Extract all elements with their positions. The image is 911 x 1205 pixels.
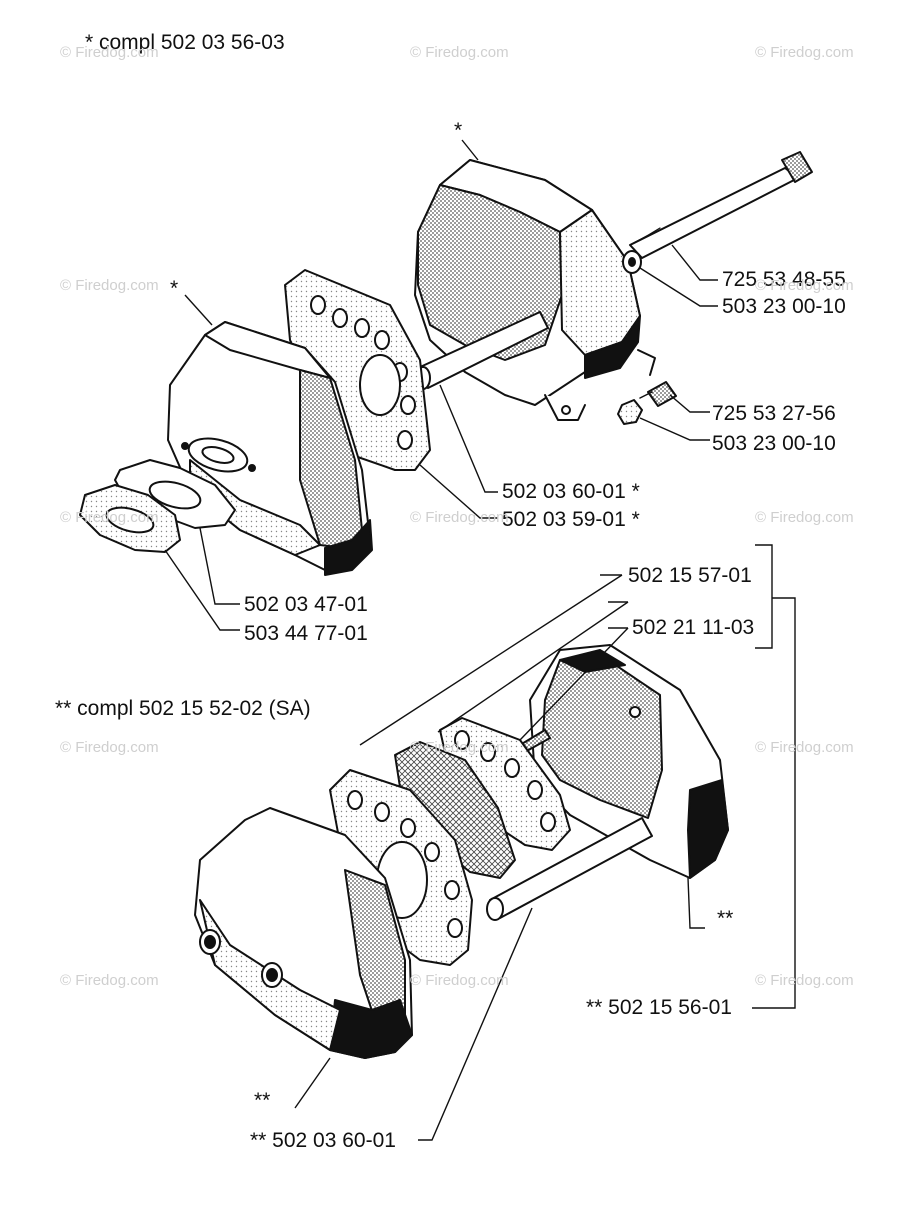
watermark: © Firedog.com	[755, 277, 854, 294]
watermark: © Firedog.com	[755, 509, 854, 526]
watermark: © Firedog.com	[410, 972, 509, 989]
marker-bottom-cover: **	[254, 1089, 270, 1112]
part-label: 502 03 47-01	[244, 593, 368, 616]
part-label: 502 03 59-01 *	[502, 508, 640, 531]
part-label: 503 23 00-10	[712, 432, 836, 455]
assembly-2-heading: ** compl 502 15 52-02 (SA)	[55, 697, 311, 720]
watermark: © Firedog.com	[755, 44, 854, 61]
watermark: © Firedog.com	[60, 739, 159, 756]
watermarks: © Firedog.com © Firedog.com © Firedog.co…	[60, 44, 854, 989]
top-muffler-cover	[414, 159, 656, 421]
watermark: © Firedog.com	[410, 44, 509, 61]
watermark: © Firedog.com	[755, 739, 854, 756]
marker-left-cover: *	[170, 277, 178, 300]
nut	[617, 399, 643, 425]
part-label: 503 44 77-01	[244, 622, 368, 645]
bottom-front-cover	[194, 807, 413, 1059]
leader-lines	[164, 139, 796, 1141]
part-label: 503 23 00-10	[722, 295, 846, 318]
spacer-tube-bottom	[486, 817, 653, 921]
small-bolt	[639, 381, 677, 407]
marker-right-cover: **	[717, 907, 733, 930]
part-label: ** 502 03 60-01	[250, 1129, 396, 1152]
assembly-1-heading: * compl 502 03 56-03	[85, 31, 285, 54]
watermark: © Firedog.com	[60, 509, 159, 526]
part-label: 502 21 11-03	[632, 616, 754, 639]
part-label: 502 15 57-01	[628, 564, 752, 587]
watermark: © Firedog.com	[60, 44, 159, 61]
part-label: 725 53 27-56	[712, 402, 836, 425]
watermark: © Firedog.com	[60, 277, 159, 294]
watermark: © Firedog.com	[60, 972, 159, 989]
long-bolt	[629, 151, 813, 259]
watermark: © Firedog.com	[755, 972, 854, 989]
flange-gasket-outer	[79, 484, 181, 553]
watermark: © Firedog.com	[410, 739, 509, 756]
marker-top-cover: *	[454, 119, 462, 142]
right-back-cover	[529, 644, 729, 879]
part-label: ** 502 15 56-01	[586, 996, 732, 1019]
part-label: 502 03 60-01 *	[502, 480, 640, 503]
part-label: 725 53 48-55	[722, 268, 846, 291]
watermark: © Firedog.com	[410, 509, 509, 526]
